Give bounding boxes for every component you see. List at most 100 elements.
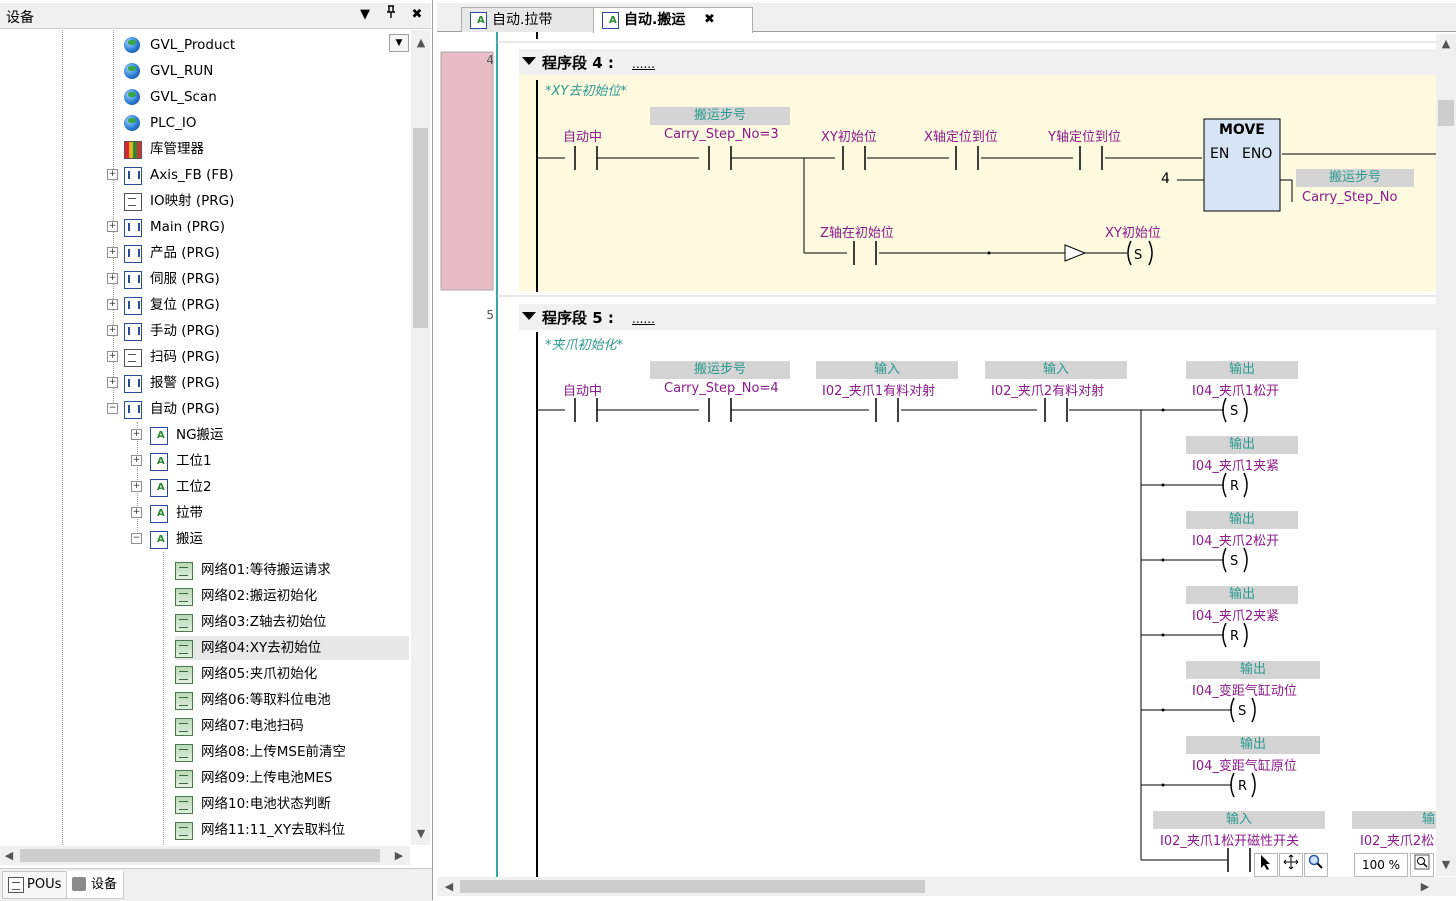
panel-title: 设备: [6, 10, 34, 26]
wire-node: [1161, 633, 1165, 637]
tree-item-network04[interactable]: 网络04:XY去初始位: [175, 636, 409, 660]
network4-title[interactable]: 程序段 4 :: [542, 54, 614, 72]
wire-node: [1161, 783, 1165, 787]
expand-toggle[interactable]: +: [107, 247, 118, 258]
move-output-variable[interactable]: Carry_Step_No: [1302, 190, 1398, 205]
coil-type-label: S: [1238, 704, 1246, 719]
expand-toggle[interactable]: +: [131, 455, 142, 466]
tab-pous[interactable]: POUs: [2, 871, 69, 899]
coil-type-label: R: [1230, 479, 1239, 494]
expand-toggle[interactable]: +: [107, 169, 118, 180]
network-icon: [175, 770, 193, 788]
scroll-left-icon[interactable]: ◀: [4, 849, 14, 862]
collapse-toggle[interactable]: −: [107, 403, 118, 414]
sfc-action-icon: [150, 427, 168, 445]
panel-close-button[interactable]: ✖: [411, 7, 423, 22]
scroll-right-icon[interactable]: ▶: [394, 849, 404, 862]
contact-gripper1-sensor[interactable]: [869, 398, 901, 422]
collapse-triangle-icon[interactable]: [522, 312, 536, 320]
network4-dots[interactable]: ......: [632, 57, 655, 71]
tab-auto-transfer[interactable]: 自动.搬运 ✖: [593, 7, 753, 33]
tree-guide-line: [62, 30, 63, 845]
sfc-action-icon: [150, 479, 168, 497]
contact-carry-step-3[interactable]: [699, 146, 732, 170]
coil-reset[interactable]: R: [1230, 772, 1256, 798]
coil-set[interactable]: S: [1222, 397, 1248, 423]
expand-toggle[interactable]: +: [131, 429, 142, 440]
contact-gripper1-open-switch[interactable]: [1227, 848, 1251, 872]
scroll-down-icon[interactable]: ▼: [1441, 858, 1451, 871]
network-icon: [175, 744, 193, 762]
scroll-right-icon[interactable]: ▶: [1420, 880, 1430, 893]
expand-toggle[interactable]: +: [107, 351, 118, 362]
expand-toggle[interactable]: +: [107, 377, 118, 388]
expand-toggle[interactable]: +: [131, 507, 142, 518]
coil-label: I04_夹爪1松开: [1192, 384, 1280, 399]
expand-toggle[interactable]: +: [107, 299, 118, 310]
contact-x-axis-in-position[interactable]: [949, 146, 981, 170]
move-block[interactable]: [1203, 118, 1281, 212]
coil-reset[interactable]: R: [1222, 472, 1248, 498]
tab-devices[interactable]: 设备: [66, 871, 125, 899]
pointer-tool-button[interactable]: [1254, 853, 1278, 877]
contact-y-axis-in-position[interactable]: [1073, 146, 1105, 170]
contact-carry-step-4[interactable]: [699, 398, 732, 422]
pan-tool-button[interactable]: [1279, 853, 1303, 877]
panel-dropdown-button[interactable]: ▼: [360, 7, 370, 22]
move-block-title: MOVE: [1219, 122, 1265, 138]
network-icon: [175, 640, 193, 658]
zoom-fit-button[interactable]: [1410, 853, 1434, 877]
zoom-level-field[interactable]: 100 %: [1354, 853, 1408, 877]
editor-vertical-scrollbar[interactable]: [1436, 34, 1456, 876]
editor-vertical-scroll-thumb[interactable]: [1438, 100, 1454, 126]
scroll-up-icon[interactable]: ▲: [1441, 37, 1451, 50]
expand-toggle[interactable]: +: [107, 221, 118, 232]
expand-toggle[interactable]: +: [107, 273, 118, 284]
network4-number: 4: [486, 53, 494, 67]
network5-dots[interactable]: ......: [632, 312, 655, 326]
panel-pin-button[interactable]: [381, 5, 401, 25]
contact-z-axis-init[interactable]: [847, 241, 879, 265]
network-icon: [175, 614, 193, 632]
function-block-icon: [124, 167, 142, 185]
coil-comment: 输出: [1186, 736, 1320, 754]
tree-horizontal-scroll-thumb[interactable]: [20, 849, 380, 862]
contact-xy-init[interactable]: [835, 146, 867, 170]
sfc-action-icon: [150, 531, 168, 549]
coil-reset[interactable]: R: [1222, 622, 1248, 648]
function-block-icon: [124, 245, 142, 263]
coil-set[interactable]: S: [1230, 697, 1256, 723]
tree-vertical-scroll-thumb[interactable]: [413, 128, 428, 328]
contact-label: Y轴定位到位: [1048, 130, 1121, 145]
move-eno-pin: ENO: [1242, 146, 1273, 162]
contact-label: Z轴在初始位: [820, 226, 894, 241]
editor-horizontal-scroll-thumb[interactable]: [460, 880, 925, 893]
scroll-up-icon[interactable]: ▲: [416, 36, 426, 49]
expand-toggle[interactable]: +: [131, 481, 142, 492]
tree-filter-dropdown[interactable]: ▼: [389, 34, 409, 52]
contact-auto-running[interactable]: [565, 146, 598, 170]
globe-icon: [124, 89, 140, 105]
tab-auto-belt[interactable]: 自动.拉带: [461, 7, 611, 32]
move-input-value[interactable]: 4: [1161, 171, 1170, 187]
coil-set[interactable]: S: [1222, 547, 1248, 573]
coil-comment: 输出: [1186, 586, 1298, 604]
network5-comment[interactable]: *夹爪初始化*: [545, 338, 624, 353]
close-tab-icon[interactable]: ✖: [704, 12, 715, 27]
network4-gutter-highlight: [440, 51, 494, 291]
network4-comment[interactable]: *XY去初始位*: [545, 84, 627, 99]
network-icon: [175, 692, 193, 710]
contact-auto-running[interactable]: [565, 398, 598, 422]
collapse-toggle[interactable]: −: [131, 533, 142, 544]
coil-xy-init-set[interactable]: S: [1127, 240, 1153, 266]
collapse-triangle-icon[interactable]: [522, 57, 536, 65]
sfc-action-icon: [602, 12, 619, 29]
scroll-left-icon[interactable]: ◀: [444, 880, 454, 893]
wire-node: [1161, 408, 1165, 412]
scroll-down-icon[interactable]: ▼: [416, 827, 426, 840]
function-block-icon: [124, 401, 142, 419]
zoom-tool-button[interactable]: [1304, 853, 1328, 877]
network5-title[interactable]: 程序段 5 :: [542, 309, 614, 327]
contact-gripper2-sensor[interactable]: [1037, 398, 1069, 422]
expand-toggle[interactable]: +: [107, 325, 118, 336]
